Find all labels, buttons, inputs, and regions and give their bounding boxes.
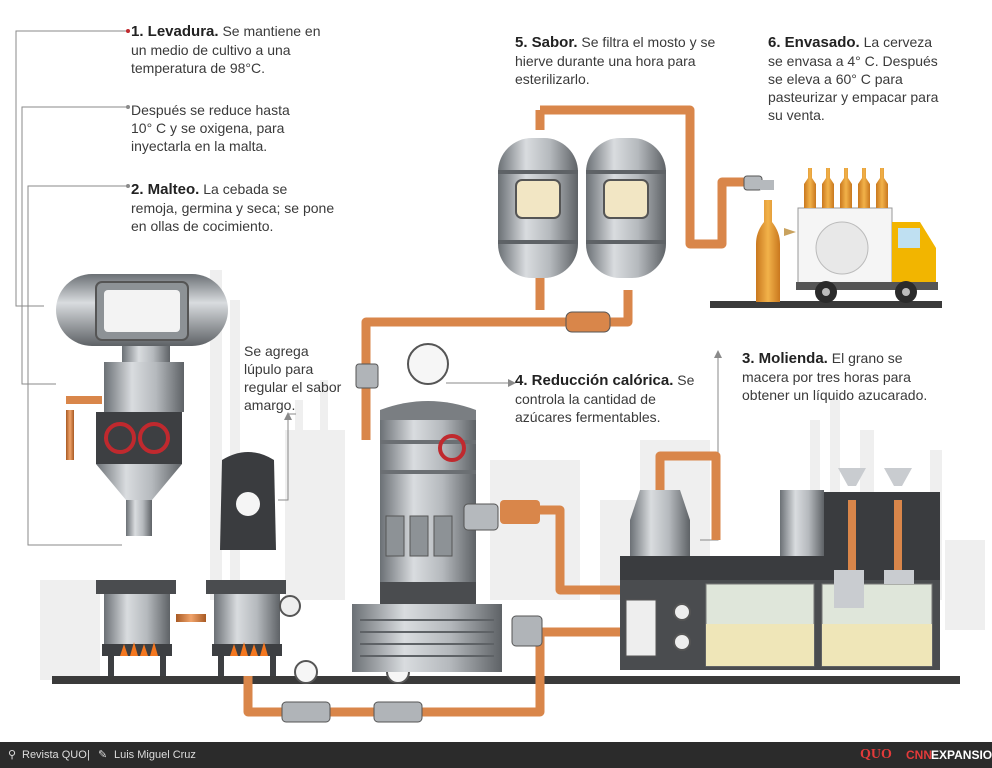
valve-wheel-icon bbox=[438, 434, 466, 462]
footer-author: Luis Miguel Cruz bbox=[114, 749, 196, 761]
pencil-icon: ✎ bbox=[98, 749, 108, 761]
beer-bottle-icon bbox=[756, 200, 780, 302]
ground bbox=[52, 676, 960, 684]
step-oxigena-body: Después se reduce hasta 10° C y se oxige… bbox=[131, 102, 290, 154]
step-sabor: 5. Sabor. Se filtra el mosto y se hierve… bbox=[515, 33, 720, 88]
pressure-gauge-icon bbox=[407, 343, 449, 385]
location-pin-icon: ⚲ bbox=[8, 749, 17, 761]
step-envasado-title: 6. Envasado. bbox=[768, 34, 860, 51]
pressure-gauge-icon bbox=[673, 603, 691, 621]
step-sabor-body: Se filtra el mosto y se hierve durante u… bbox=[515, 34, 716, 87]
leader-dots bbox=[126, 29, 130, 33]
hop-leaf-icon bbox=[236, 492, 260, 516]
step-molienda-body: El grano se macera por tres horas para o… bbox=[742, 350, 928, 403]
step-malteo-body: La cebada se remoja, germina y seca; se … bbox=[131, 181, 335, 234]
quo-logo: QUO bbox=[860, 747, 892, 762]
step-levadura: 1. Levadura. Se mantiene en un medio de … bbox=[131, 22, 336, 77]
footer-bar: ⚲ Revista QUO | ✎ Luis Miguel Cruz QUO C… bbox=[0, 742, 992, 768]
pressure-gauge-icon bbox=[294, 660, 318, 684]
bottling bbox=[743, 175, 796, 302]
step-oxigena: Después se reduce hasta 10° C y se oxige… bbox=[131, 101, 306, 155]
milling-unit bbox=[620, 468, 940, 670]
step-reduccion: 4. Reducción calórica. Se controla la ca… bbox=[515, 371, 705, 426]
step-levadura-body: Se mantiene en un medio de cultivo a una… bbox=[131, 23, 321, 76]
flavor-tanks bbox=[498, 138, 666, 278]
pressure-gauge-icon bbox=[279, 595, 301, 617]
step-lupulo-body: Se agrega lúpulo para regular el sabor a… bbox=[244, 343, 342, 413]
footer-separator: | bbox=[87, 749, 90, 761]
step-malteo: 2. Malteo. La cebada se remoja, germina … bbox=[131, 180, 336, 235]
step-reduccion-body: Se controla la cantidad de azúcares ferm… bbox=[515, 372, 695, 425]
step-levadura-title: 1. Levadura. bbox=[131, 23, 219, 40]
hops-sack bbox=[220, 452, 276, 550]
step-envasado-body: La cerveza se envasa a 4° C. Después se … bbox=[768, 34, 939, 123]
pipe-fittings bbox=[281, 311, 611, 723]
truck-platform bbox=[710, 301, 942, 308]
yeast-tank bbox=[56, 274, 228, 536]
expansion-logo: EXPANSION bbox=[931, 748, 992, 762]
process-diagram bbox=[15, 29, 985, 723]
brew-kettles bbox=[96, 580, 301, 676]
delivery-truck bbox=[796, 168, 938, 303]
step-reduccion-title: 4. Reducción calórica. bbox=[515, 372, 674, 389]
step-lupulo: Se agrega lúpulo para regular el sabor a… bbox=[244, 342, 348, 414]
valve-wheel-icon bbox=[104, 422, 136, 454]
pressure-gauge-icon bbox=[673, 633, 691, 651]
calorie-reduction-tank bbox=[352, 401, 540, 672]
flame-icon bbox=[120, 642, 268, 656]
step-sabor-title: 5. Sabor. bbox=[515, 34, 578, 51]
step-molienda-title: 3. Molienda. bbox=[742, 350, 828, 367]
step-molienda: 3. Molienda. El grano se macera por tres… bbox=[742, 349, 952, 404]
step-envasado: 6. Envasado. La cerveza se envasa a 4° C… bbox=[768, 33, 950, 124]
valve-wheel-icon bbox=[138, 422, 170, 454]
step-malteo-title: 2. Malteo. bbox=[131, 181, 200, 198]
cnn-logo: CNN bbox=[906, 748, 932, 762]
footer-source: Revista QUO bbox=[22, 749, 87, 761]
